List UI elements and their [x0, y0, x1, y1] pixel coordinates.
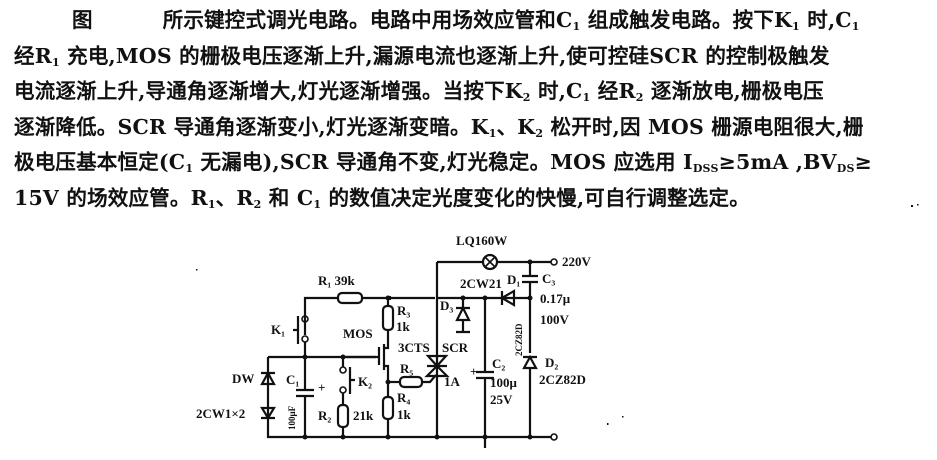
c1-value: 100μF	[287, 405, 297, 430]
scr-thyristor	[424, 354, 450, 378]
capacitor-c3	[522, 274, 538, 284]
text-line-3: 电流逐渐上升,导通角逐渐增大,灯光逐渐增强。当按下K2 时,C1 经R2 逐渐放…	[14, 79, 824, 104]
c3-value: 0.17μ	[540, 291, 571, 306]
d2-label: D₂	[545, 355, 558, 370]
diode-d1	[499, 289, 516, 307]
switch-k2	[339, 366, 355, 394]
switch-k1	[293, 315, 309, 344]
text-line-2: 经R1 充电,MOS 的栅极电压逐渐上升,漏源电流也逐渐上升,使可控硅SCR 的…	[14, 43, 830, 69]
lamp-lq160w	[481, 253, 499, 271]
r1-label: R₁ 39k	[318, 273, 356, 288]
terminal-220v-top	[550, 258, 558, 266]
scr-label: SCR	[442, 340, 469, 355]
c2-voltage: 25V	[490, 392, 513, 407]
text-line-6: 15V 的场效应管。R1、R2 和 C1 的数值决定光度变化的快慢,可自行调整选…	[14, 185, 750, 211]
c1-plus: +	[318, 380, 325, 395]
c2-value: 100μ	[490, 375, 518, 390]
dw-part-label: 2CW1×2	[196, 406, 245, 421]
mos-label: MOS	[343, 326, 373, 341]
c3-label: C₃	[542, 271, 555, 286]
d3-part-label: 2CW21	[460, 276, 502, 291]
capacitor-c1	[296, 357, 314, 437]
c3-voltage: 100V	[540, 312, 570, 327]
scr-part-label: 3CTS	[398, 340, 430, 355]
r4-label: R₄	[397, 390, 410, 405]
scr-rating: 1A	[444, 374, 461, 389]
supply-label: 220V	[562, 254, 592, 269]
r2-label: R₂	[318, 408, 331, 423]
c2-plus: +	[470, 364, 477, 379]
text-line-1: 图所示键控式调光电路。电路中用场效应管和C1 组成触发电路。按下K1 时,C1	[72, 8, 860, 33]
figure-label: 图	[72, 8, 93, 32]
c2-label: C₂	[492, 356, 505, 371]
terminal-bottom	[550, 433, 558, 441]
d1-part-label: 2CZ82D	[514, 323, 524, 356]
lamp-label: LQ160W	[456, 233, 507, 248]
resistor-r3	[381, 304, 395, 332]
d3-label: D₃	[440, 298, 453, 313]
r3-value: 1k	[396, 319, 411, 334]
resistor-r4	[381, 395, 395, 421]
capacitor-c2	[476, 298, 494, 448]
text-line-4: 逐渐降低。SCR 导通角逐渐变小,灯光逐渐变暗。K1、K2 松开时,因 MOS …	[14, 114, 864, 140]
description-paragraph: 图所示键控式调光电路。电路中用场效应管和C1 组成触发电路。按下K1 时,C1 …	[14, 6, 929, 219]
diode-d2	[522, 354, 538, 370]
zener-dw-top	[260, 370, 276, 386]
k1-label: K₁	[271, 322, 285, 337]
resistor-r2	[336, 403, 350, 429]
zener-d3	[455, 298, 471, 334]
r5-label: R₅	[400, 361, 413, 376]
zener-dw-bottom	[260, 406, 276, 421]
dw-label: DW	[232, 371, 254, 386]
d1-label: D₁	[507, 272, 520, 287]
resistor-r1	[336, 291, 364, 305]
k2-label: K₂	[358, 374, 372, 389]
text-line-5: 极电压基本恒定(C1 无漏电),SCR 导通角不变,灯光稳定。MOS 应选用 I…	[14, 150, 873, 175]
c1-label: C₁	[286, 372, 299, 387]
r2-value: 21k	[353, 408, 374, 423]
resistor-r5	[398, 375, 424, 389]
d2-part-label: 2CZ82D	[539, 372, 586, 387]
r4-value: 1k	[397, 407, 412, 422]
mosfet	[343, 337, 390, 390]
r3-label: R₃	[397, 303, 410, 318]
